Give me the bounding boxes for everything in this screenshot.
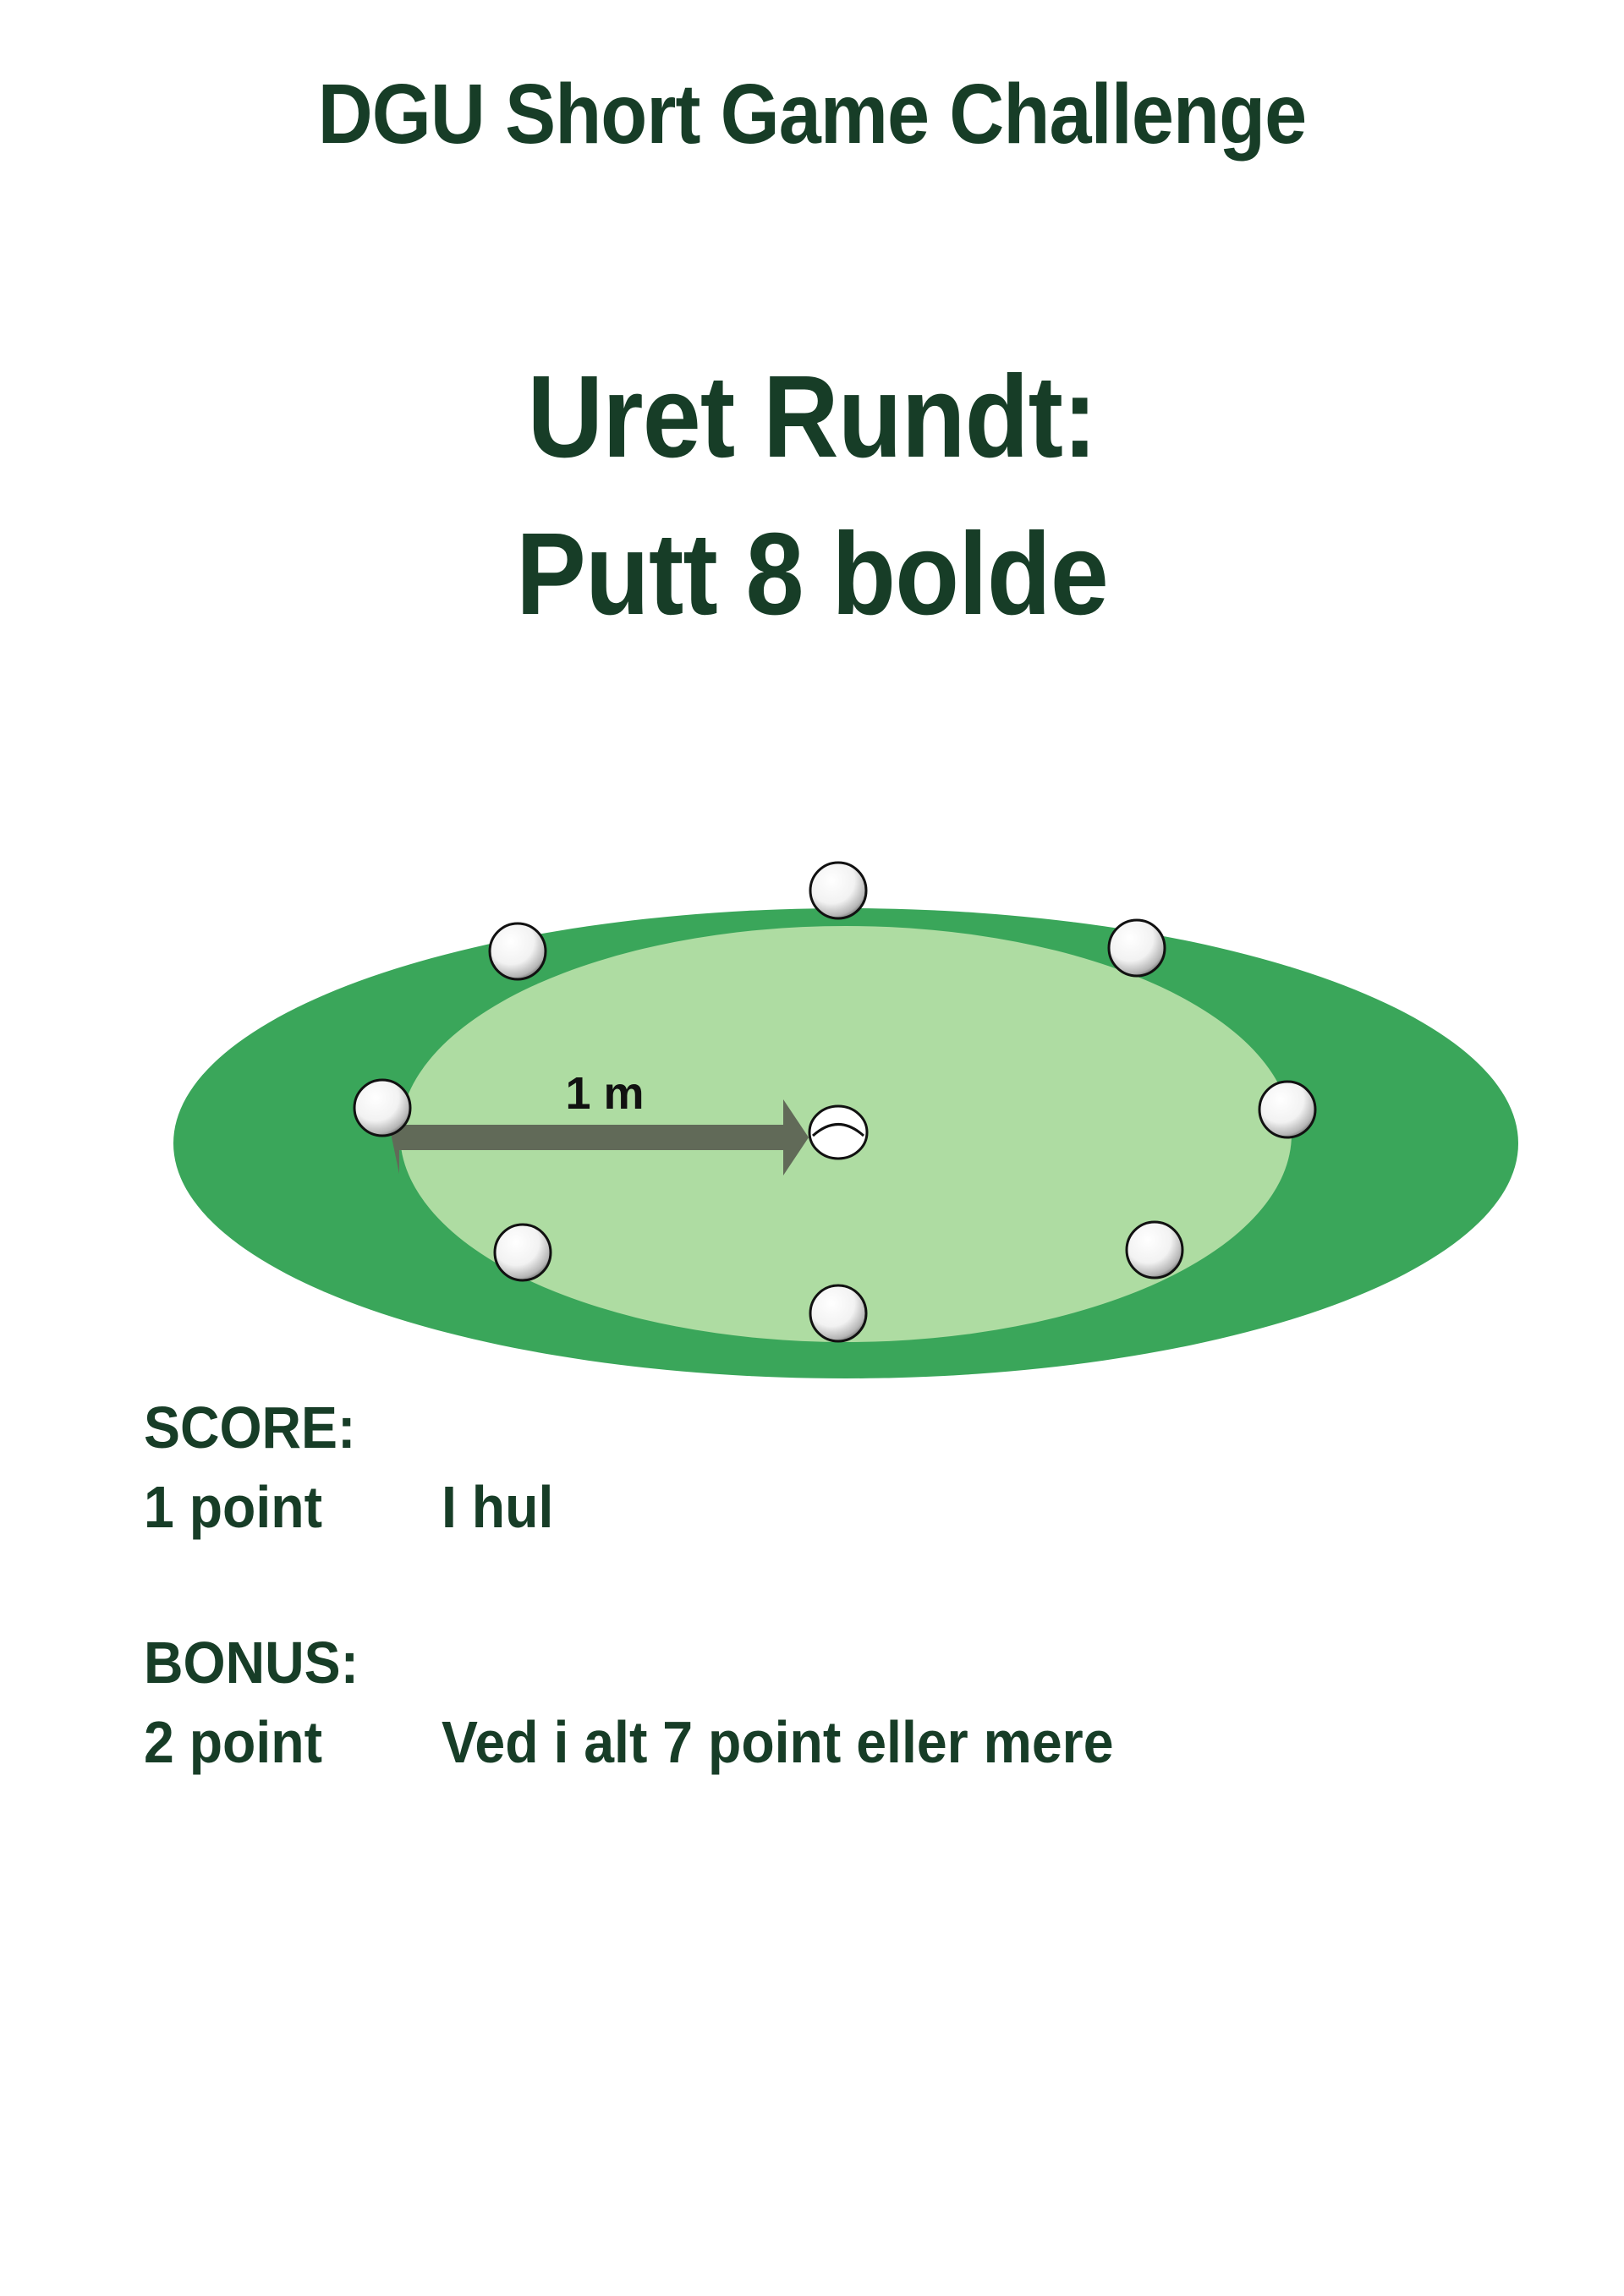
score-heading: SCORE: [144, 1395, 356, 1460]
drill-title-line-2: Putt 8 bolde [516, 509, 1109, 639]
golf-ball-icon [809, 861, 868, 920]
page-title: DGU Short Game Challenge [317, 67, 1308, 162]
drill-title-line-1: Uret Rundt: [527, 352, 1097, 482]
distance-label: 1 m [565, 1068, 644, 1119]
bonus-description: Ved i alt 7 point eller mere [442, 1709, 1114, 1775]
golf-ball-icon [493, 1223, 552, 1282]
bonus-points: 2 point [144, 1709, 323, 1775]
golf-ball-icon [809, 1284, 868, 1343]
hole-icon [808, 1104, 869, 1160]
golf-ball-icon [1107, 918, 1166, 978]
score-description: I hul [442, 1474, 554, 1540]
golf-ball-icon [488, 922, 547, 981]
distance-arrow [391, 1099, 809, 1175]
golf-ball-icon [353, 1078, 412, 1137]
score-points: 1 point [144, 1474, 323, 1540]
golf-ball-icon [1125, 1220, 1184, 1280]
drill-title: Uret Rundt: Putt 8 bolde [81, 338, 1543, 653]
golf-ball-icon [1258, 1080, 1317, 1139]
bonus-heading: BONUS: [144, 1630, 359, 1696]
